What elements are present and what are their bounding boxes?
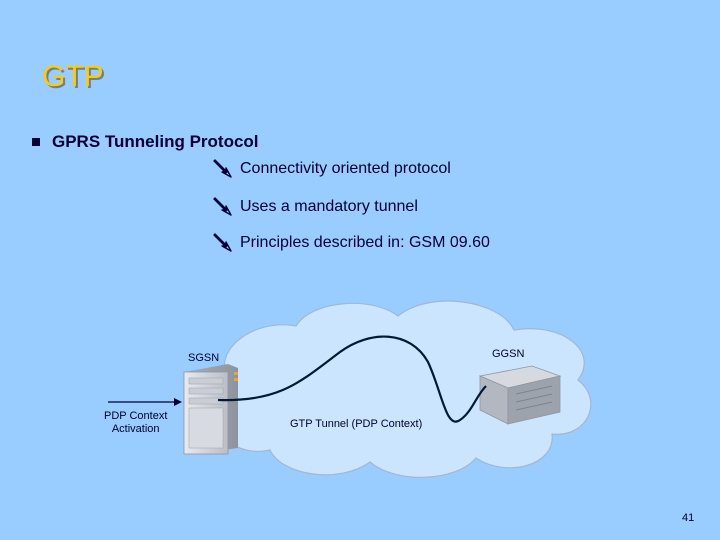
gtp-tunnel-label: GTP Tunnel (PDP Context)	[290, 418, 422, 430]
sgsn-label: SGSN	[188, 352, 219, 364]
pdp-context-label: PDP Context Activation	[104, 410, 167, 436]
ggsn-label: GGSN	[492, 348, 524, 360]
sgsn-server-icon	[184, 364, 238, 454]
pdp-label-line2: Activation	[104, 423, 167, 436]
arrowhead-icon	[174, 398, 182, 406]
page-number: 41	[682, 512, 694, 524]
pdp-label-line1: PDP Context	[104, 410, 167, 423]
